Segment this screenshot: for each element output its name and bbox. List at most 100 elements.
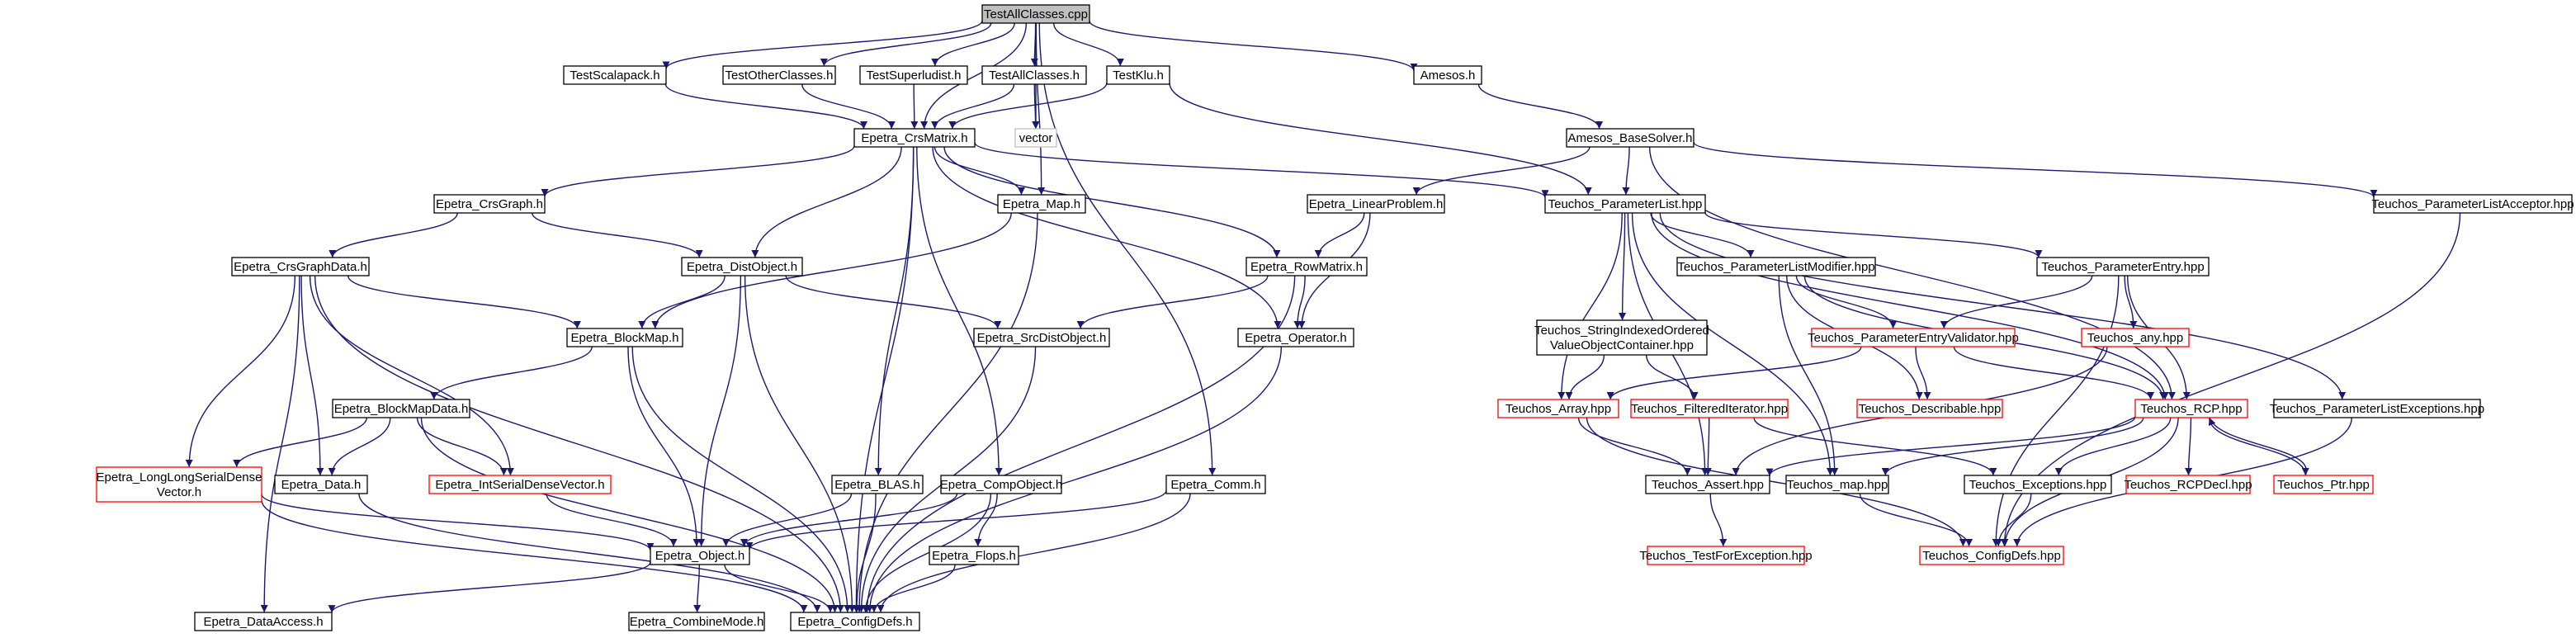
node-box-combinemode[interactable] xyxy=(628,612,765,631)
node-box-crsgraphdata[interactable] xyxy=(231,257,370,276)
node-paramentryvalidator[interactable]: Teuchos_ParameterEntryValidator.hpp xyxy=(1808,328,2019,347)
node-box-blockmap[interactable] xyxy=(566,328,683,347)
node-comm[interactable]: Epetra_Comm.h xyxy=(1165,475,1266,494)
node-testallclasses_h[interactable]: TestAllClasses.h xyxy=(981,65,1087,85)
node-box-operator[interactable] xyxy=(1237,328,1354,347)
node-box-paramlistacceptor[interactable] xyxy=(2373,194,2573,214)
node-blockmap[interactable]: Epetra_BlockMap.h xyxy=(566,328,683,347)
node-testscalapack[interactable]: TestScalapack.h xyxy=(563,65,667,85)
node-testklu[interactable]: TestKlu.h xyxy=(1106,65,1170,85)
node-describable[interactable]: Teuchos_Describable.hpp xyxy=(1856,399,2003,418)
node-box-root[interactable] xyxy=(981,4,1090,24)
node-box-intserialdense[interactable] xyxy=(428,475,612,494)
node-operator[interactable]: Epetra_Operator.h xyxy=(1237,328,1354,347)
node-box-comm[interactable] xyxy=(1165,475,1266,494)
node-box-object[interactable] xyxy=(650,546,750,565)
node-box-amesos_h[interactable] xyxy=(1413,65,1482,85)
node-paramentry[interactable]: Teuchos_ParameterEntry.hpp xyxy=(2036,257,2210,276)
node-box-crsmatrix[interactable] xyxy=(853,128,976,148)
node-box-blas[interactable] xyxy=(831,475,924,494)
node-configdefs_teuchos[interactable]: Teuchos_ConfigDefs.hpp xyxy=(1919,546,2064,565)
node-rowmatrix[interactable]: Epetra_RowMatrix.h xyxy=(1245,257,1368,276)
node-box-configdefs[interactable] xyxy=(790,612,920,631)
node-box-teuchos_map[interactable] xyxy=(1785,475,1889,494)
node-teuchos_assert[interactable]: Teuchos_Assert.hpp xyxy=(1645,475,1770,494)
node-teuchos_array[interactable]: Teuchos_Array.hpp xyxy=(1497,399,1619,418)
node-box-paramentryvalidator[interactable] xyxy=(1811,328,2016,347)
node-box-srcdistobject[interactable] xyxy=(973,328,1110,347)
node-dataaccess[interactable]: Epetra_DataAccess.h xyxy=(194,612,333,631)
node-map[interactable]: Epetra_Map.h xyxy=(997,194,1086,214)
node-rcp[interactable]: Teuchos_RCP.hpp xyxy=(2134,399,2248,418)
node-box-distobject[interactable] xyxy=(681,257,803,276)
node-rcpdecl[interactable]: Teuchos_RCPDecl.hpp xyxy=(2124,475,2252,494)
node-box-map[interactable] xyxy=(997,194,1086,214)
node-root[interactable]: TestAllClasses.cpp xyxy=(981,4,1090,24)
node-box-filterediterator[interactable] xyxy=(1630,399,1789,418)
node-srcdistobject[interactable]: Epetra_SrcDistObject.h xyxy=(973,328,1110,347)
node-teuchos_map[interactable]: Teuchos_map.hpp xyxy=(1785,475,1889,494)
node-paramlistmodifier[interactable]: Teuchos_ParameterListModifier.hpp xyxy=(1676,257,1876,276)
node-box-testotherclasses[interactable] xyxy=(722,65,836,85)
node-box-describable[interactable] xyxy=(1856,399,2003,418)
node-combinemode[interactable]: Epetra_CombineMode.h xyxy=(628,612,765,631)
node-crsgraph[interactable]: Epetra_CrsGraph.h xyxy=(433,194,546,214)
node-box-linearproblem[interactable] xyxy=(1307,194,1445,214)
node-box-rowmatrix[interactable] xyxy=(1245,257,1368,276)
node-paramlist[interactable]: Teuchos_ParameterList.hpp xyxy=(1544,194,1706,214)
node-box-ptr[interactable] xyxy=(2273,475,2374,494)
node-flops[interactable]: Epetra_Flops.h xyxy=(929,546,1019,565)
node-box-teuchos_any[interactable] xyxy=(2081,328,2190,347)
node-box-vector[interactable] xyxy=(1014,128,1057,148)
node-box-rcpdecl[interactable] xyxy=(2125,475,2251,494)
node-box-paramlist[interactable] xyxy=(1544,194,1706,214)
node-filterediterator[interactable]: Teuchos_FilteredIterator.hpp xyxy=(1630,399,1789,418)
node-box-paramlistexceptions[interactable] xyxy=(2273,399,2481,418)
node-basesolver[interactable]: Amesos_BaseSolver.h xyxy=(1566,128,1694,148)
node-intserialdense[interactable]: Epetra_IntSerialDenseVector.h xyxy=(428,475,612,494)
node-box-longlongserialdense[interactable] xyxy=(96,466,262,503)
node-object[interactable]: Epetra_Object.h xyxy=(650,546,750,565)
node-box-basesolver[interactable] xyxy=(1566,128,1694,148)
node-testsuperludist[interactable]: TestSuperludist.h xyxy=(859,65,968,85)
node-stringindexed[interactable]: Teuchos_StringIndexedOrderedValueObjectC… xyxy=(1534,319,1709,356)
node-distobject[interactable]: Epetra_DistObject.h xyxy=(681,257,803,276)
node-box-crsgraph[interactable] xyxy=(433,194,546,214)
node-box-dataaccess[interactable] xyxy=(194,612,333,631)
node-compobject[interactable]: Epetra_CompObject.h xyxy=(940,475,1062,494)
node-box-flops[interactable] xyxy=(929,546,1019,565)
node-testotherclasses[interactable]: TestOtherClasses.h xyxy=(722,65,836,85)
node-box-rcp[interactable] xyxy=(2134,399,2248,418)
node-box-testsuperludist[interactable] xyxy=(859,65,968,85)
node-box-data[interactable] xyxy=(274,475,368,494)
node-blas[interactable]: Epetra_BLAS.h xyxy=(831,475,924,494)
node-box-testscalapack[interactable] xyxy=(563,65,667,85)
node-box-configdefs_teuchos[interactable] xyxy=(1919,546,2064,565)
node-vector[interactable]: vector xyxy=(1014,128,1057,148)
node-ptr[interactable]: Teuchos_Ptr.hpp xyxy=(2273,475,2374,494)
node-box-teuchos_assert[interactable] xyxy=(1645,475,1770,494)
node-box-compobject[interactable] xyxy=(940,475,1062,494)
node-box-teuchos_array[interactable] xyxy=(1497,399,1619,418)
node-box-testallclasses_h[interactable] xyxy=(981,65,1087,85)
node-teuchos_any[interactable]: Teuchos_any.hpp xyxy=(2081,328,2190,347)
node-paramlistexceptions[interactable]: Teuchos_ParameterListExceptions.hpp xyxy=(2270,399,2484,418)
node-amesos_h[interactable]: Amesos.h xyxy=(1413,65,1482,85)
node-box-stringindexed[interactable] xyxy=(1536,319,1708,356)
node-box-paramlistmodifier[interactable] xyxy=(1676,257,1876,276)
node-crsgraphdata[interactable]: Epetra_CrsGraphData.h xyxy=(231,257,370,276)
node-exceptions[interactable]: Teuchos_Exceptions.hpp xyxy=(1964,475,2112,494)
node-box-paramentry[interactable] xyxy=(2036,257,2210,276)
node-crsmatrix[interactable]: Epetra_CrsMatrix.h xyxy=(853,128,976,148)
node-box-testklu[interactable] xyxy=(1106,65,1170,85)
node-testforexception[interactable]: Teuchos_TestForException.hpp xyxy=(1639,546,1813,565)
node-paramlistacceptor[interactable]: Teuchos_ParameterListAcceptor.hpp xyxy=(2371,194,2574,214)
node-box-blockmapdata[interactable] xyxy=(332,399,470,418)
node-box-exceptions[interactable] xyxy=(1964,475,2112,494)
node-data[interactable]: Epetra_Data.h xyxy=(274,475,368,494)
node-linearproblem[interactable]: Epetra_LinearProblem.h xyxy=(1307,194,1445,214)
node-configdefs[interactable]: Epetra_ConfigDefs.h xyxy=(790,612,920,631)
node-box-testforexception[interactable] xyxy=(1647,546,1805,565)
node-blockmapdata[interactable]: Epetra_BlockMapData.h xyxy=(332,399,470,418)
